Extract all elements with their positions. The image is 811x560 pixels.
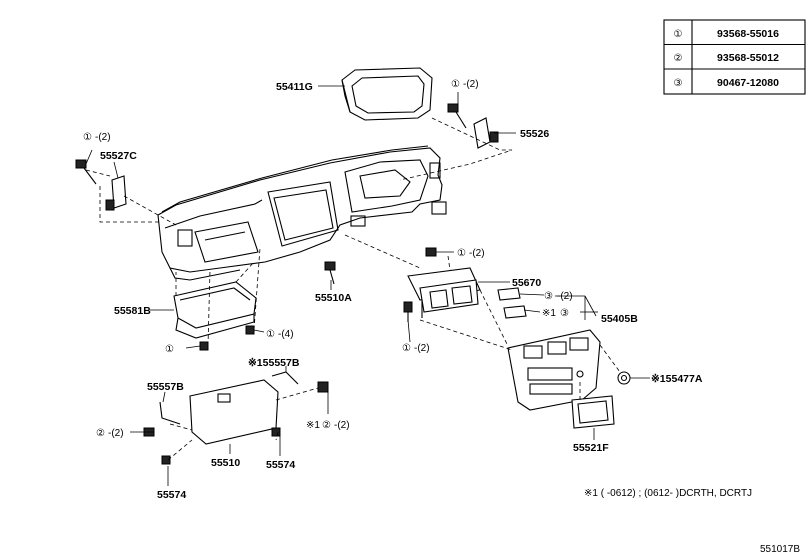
callout-note-1-2: ※1 — [306, 420, 320, 431]
callout-qty-3: -(2) — [557, 291, 573, 302]
callout-qty-four: -(4) — [278, 329, 294, 340]
leader-lines — [85, 85, 650, 486]
label-55411G: 55411G — [276, 81, 313, 93]
footnote: ※1 ( -0612) ; (0612- )DCRTH, DCRTJ — [584, 488, 752, 499]
callout-symbol-1-glove: ① — [165, 344, 174, 355]
diagram-code: 551017B — [760, 544, 800, 555]
label-55581B: 55581B — [114, 305, 151, 317]
screw-1-glove — [245, 325, 255, 335]
callout-qty-2b: -(2) — [334, 420, 350, 431]
callout-symbol-2b: ② — [322, 420, 331, 431]
screw-1-bottom — [403, 301, 413, 322]
vent-55670 — [407, 267, 481, 318]
screw-55574-b — [161, 455, 171, 465]
rod-55557B-right — [271, 371, 299, 385]
callout-symbol-3b: ③ — [560, 308, 569, 319]
callout-symbol-1-bottom: ① — [402, 343, 411, 354]
glovebox-door-55510 — [189, 379, 279, 445]
legend-symbol-3: ③ — [674, 78, 683, 89]
bracket-55527C — [105, 175, 127, 211]
part-labels: 55411G 55526 55527C 55670 55405B 55581B … — [100, 81, 703, 501]
clip-3-a — [497, 287, 521, 301]
legend-symbol-1: ① — [674, 29, 683, 40]
legend-part-3: 90467-12080 — [717, 77, 779, 89]
label-55405B: 55405B — [601, 313, 638, 325]
callout-qty-left: -(2) — [95, 132, 111, 143]
callout-symbol-1-four: ① — [266, 329, 275, 340]
callout-symbol-1-vent: ① — [457, 248, 466, 259]
legend-symbol-2: ② — [674, 53, 683, 64]
legend-part-1: 93568-55016 — [717, 28, 779, 40]
instrument-panel — [157, 145, 447, 281]
callout-symbol-1-top: ① — [451, 79, 460, 90]
label-55510: 55510 — [211, 457, 240, 469]
legend-part-2: 93568-55012 — [717, 52, 779, 64]
assembly-lines — [85, 117, 621, 461]
screw-1-vent — [425, 247, 437, 257]
callout-qty-2: -(2) — [108, 428, 124, 439]
callout-symbol-2: ② — [96, 428, 105, 439]
center-bezel-55405B — [507, 329, 601, 411]
clip-55510A — [324, 261, 336, 285]
label-55557B: 55557B — [147, 381, 184, 393]
label-55527C: 55527C — [100, 150, 137, 162]
callout-symbol-3: ③ — [544, 291, 553, 302]
legend-table: ① 93568-55016 ② 93568-55012 ③ 90467-1208… — [663, 19, 806, 95]
callout-symbol-1-left: ① — [83, 132, 92, 143]
label-55521F: 55521F — [573, 442, 609, 454]
cluster-hood-55411G — [341, 67, 433, 121]
label-155477A: ※155477A — [651, 373, 703, 385]
callout-qty-bottom: -(2) — [414, 343, 430, 354]
bracket-55526 — [473, 117, 499, 149]
label-55574-left: 55574 — [157, 489, 186, 501]
screw-55574-a — [271, 427, 281, 437]
label-55526: 55526 — [520, 128, 549, 140]
panel-55521F — [571, 395, 615, 429]
screw-1-left — [75, 159, 97, 185]
callout-qty-vent: -(2) — [469, 248, 485, 259]
glovebox-55581B — [173, 281, 257, 339]
label-155557B: ※155557B — [248, 357, 300, 369]
clip-1-2-right — [317, 381, 329, 393]
label-55574-right: 55574 — [266, 459, 295, 471]
clip-3-b — [503, 305, 527, 319]
label-55510A: 55510A — [315, 292, 352, 304]
screw-1-top — [447, 103, 467, 129]
label-55670: 55670 — [512, 277, 541, 289]
rod-55557B-left — [159, 401, 181, 425]
callout-note-1-3: ※1 — [542, 308, 556, 319]
screw-1-glove-bottom — [199, 341, 209, 351]
cap-55477A — [617, 371, 631, 385]
callouts: ① -(2) ① -(2) ① -(2) ① -(2) ① -(4) ① ③ -… — [83, 79, 573, 439]
callout-qty-top: -(2) — [463, 79, 479, 90]
